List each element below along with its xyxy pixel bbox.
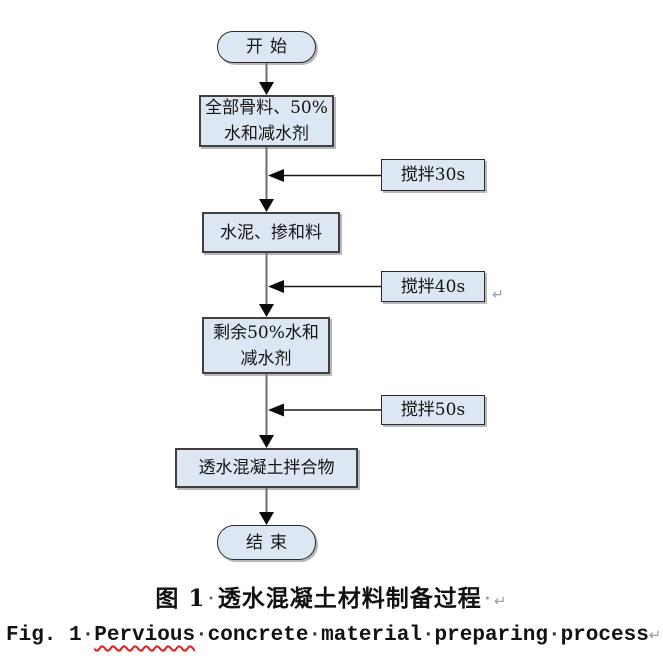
step-label: 剩余50%水和 减水剂: [213, 322, 319, 369]
line-break-mark: ↵: [494, 592, 508, 610]
step-label: 全部骨料、50% 水和减水剂: [205, 98, 328, 144]
end-label: 结束: [246, 532, 294, 553]
step-label: 透水混凝土拌合物: [198, 458, 335, 478]
figure-number-en: Fig. 1: [6, 624, 82, 647]
flow-step-pervious-mixture[interactable]: 透水混凝土拌合物: [175, 448, 358, 488]
left-arrowheads: [268, 169, 284, 417]
flow-end-node[interactable]: 结束: [217, 525, 316, 560]
space-mark: ·: [81, 624, 95, 647]
space-mark: ·: [483, 586, 493, 612]
flow-mix-40s[interactable]: 搅拌40s: [381, 271, 485, 302]
figure-title-zh: 透水混凝土材料制备过程: [217, 585, 482, 612]
caption-word-concrete: concrete: [207, 624, 309, 647]
space-mark: ·: [195, 624, 208, 647]
flow-step-cement-admixture[interactable]: 水泥、掺和料: [202, 212, 340, 253]
space-mark: ·: [207, 586, 216, 612]
caption-word-material: material: [321, 624, 422, 647]
figure-caption-en: Fig. 1·Pervious·concrete·material·prepar…: [6, 624, 663, 647]
line-break-mark: ↵: [492, 287, 504, 303]
start-label: 开始: [246, 37, 294, 57]
mix-label: 搅拌40s: [400, 276, 466, 297]
mix-label: 搅拌30s: [400, 165, 466, 185]
space-mark: ·: [308, 624, 322, 647]
flow-start-node[interactable]: 开始: [217, 31, 316, 63]
flow-mix-50s[interactable]: 搅拌50s: [381, 395, 485, 425]
caption-word-process: process: [560, 624, 649, 647]
figure-number-zh: 图 1: [155, 585, 206, 612]
space-mark: ·: [421, 624, 435, 647]
mix-label: 搅拌50s: [400, 400, 466, 420]
flow-step-aggregate-water[interactable]: 全部骨料、50% 水和减水剂: [199, 95, 334, 147]
caption-word-pervious: Pervious: [94, 624, 196, 647]
step-label: 水泥、掺和料: [220, 222, 322, 243]
horizontal-connector-lines: [283, 174, 381, 411]
flow-mix-30s[interactable]: 搅拌30s: [381, 159, 485, 191]
flow-step-remaining-water[interactable]: 剩余50%水和 减水剂: [202, 317, 330, 374]
space-mark: ·: [547, 624, 561, 647]
line-break-mark: ↵: [648, 626, 662, 644]
figure-caption-zh: 图 1·透水混凝土材料制备过程·↵: [0, 579, 663, 613]
caption-word-preparing: preparing: [434, 624, 548, 647]
